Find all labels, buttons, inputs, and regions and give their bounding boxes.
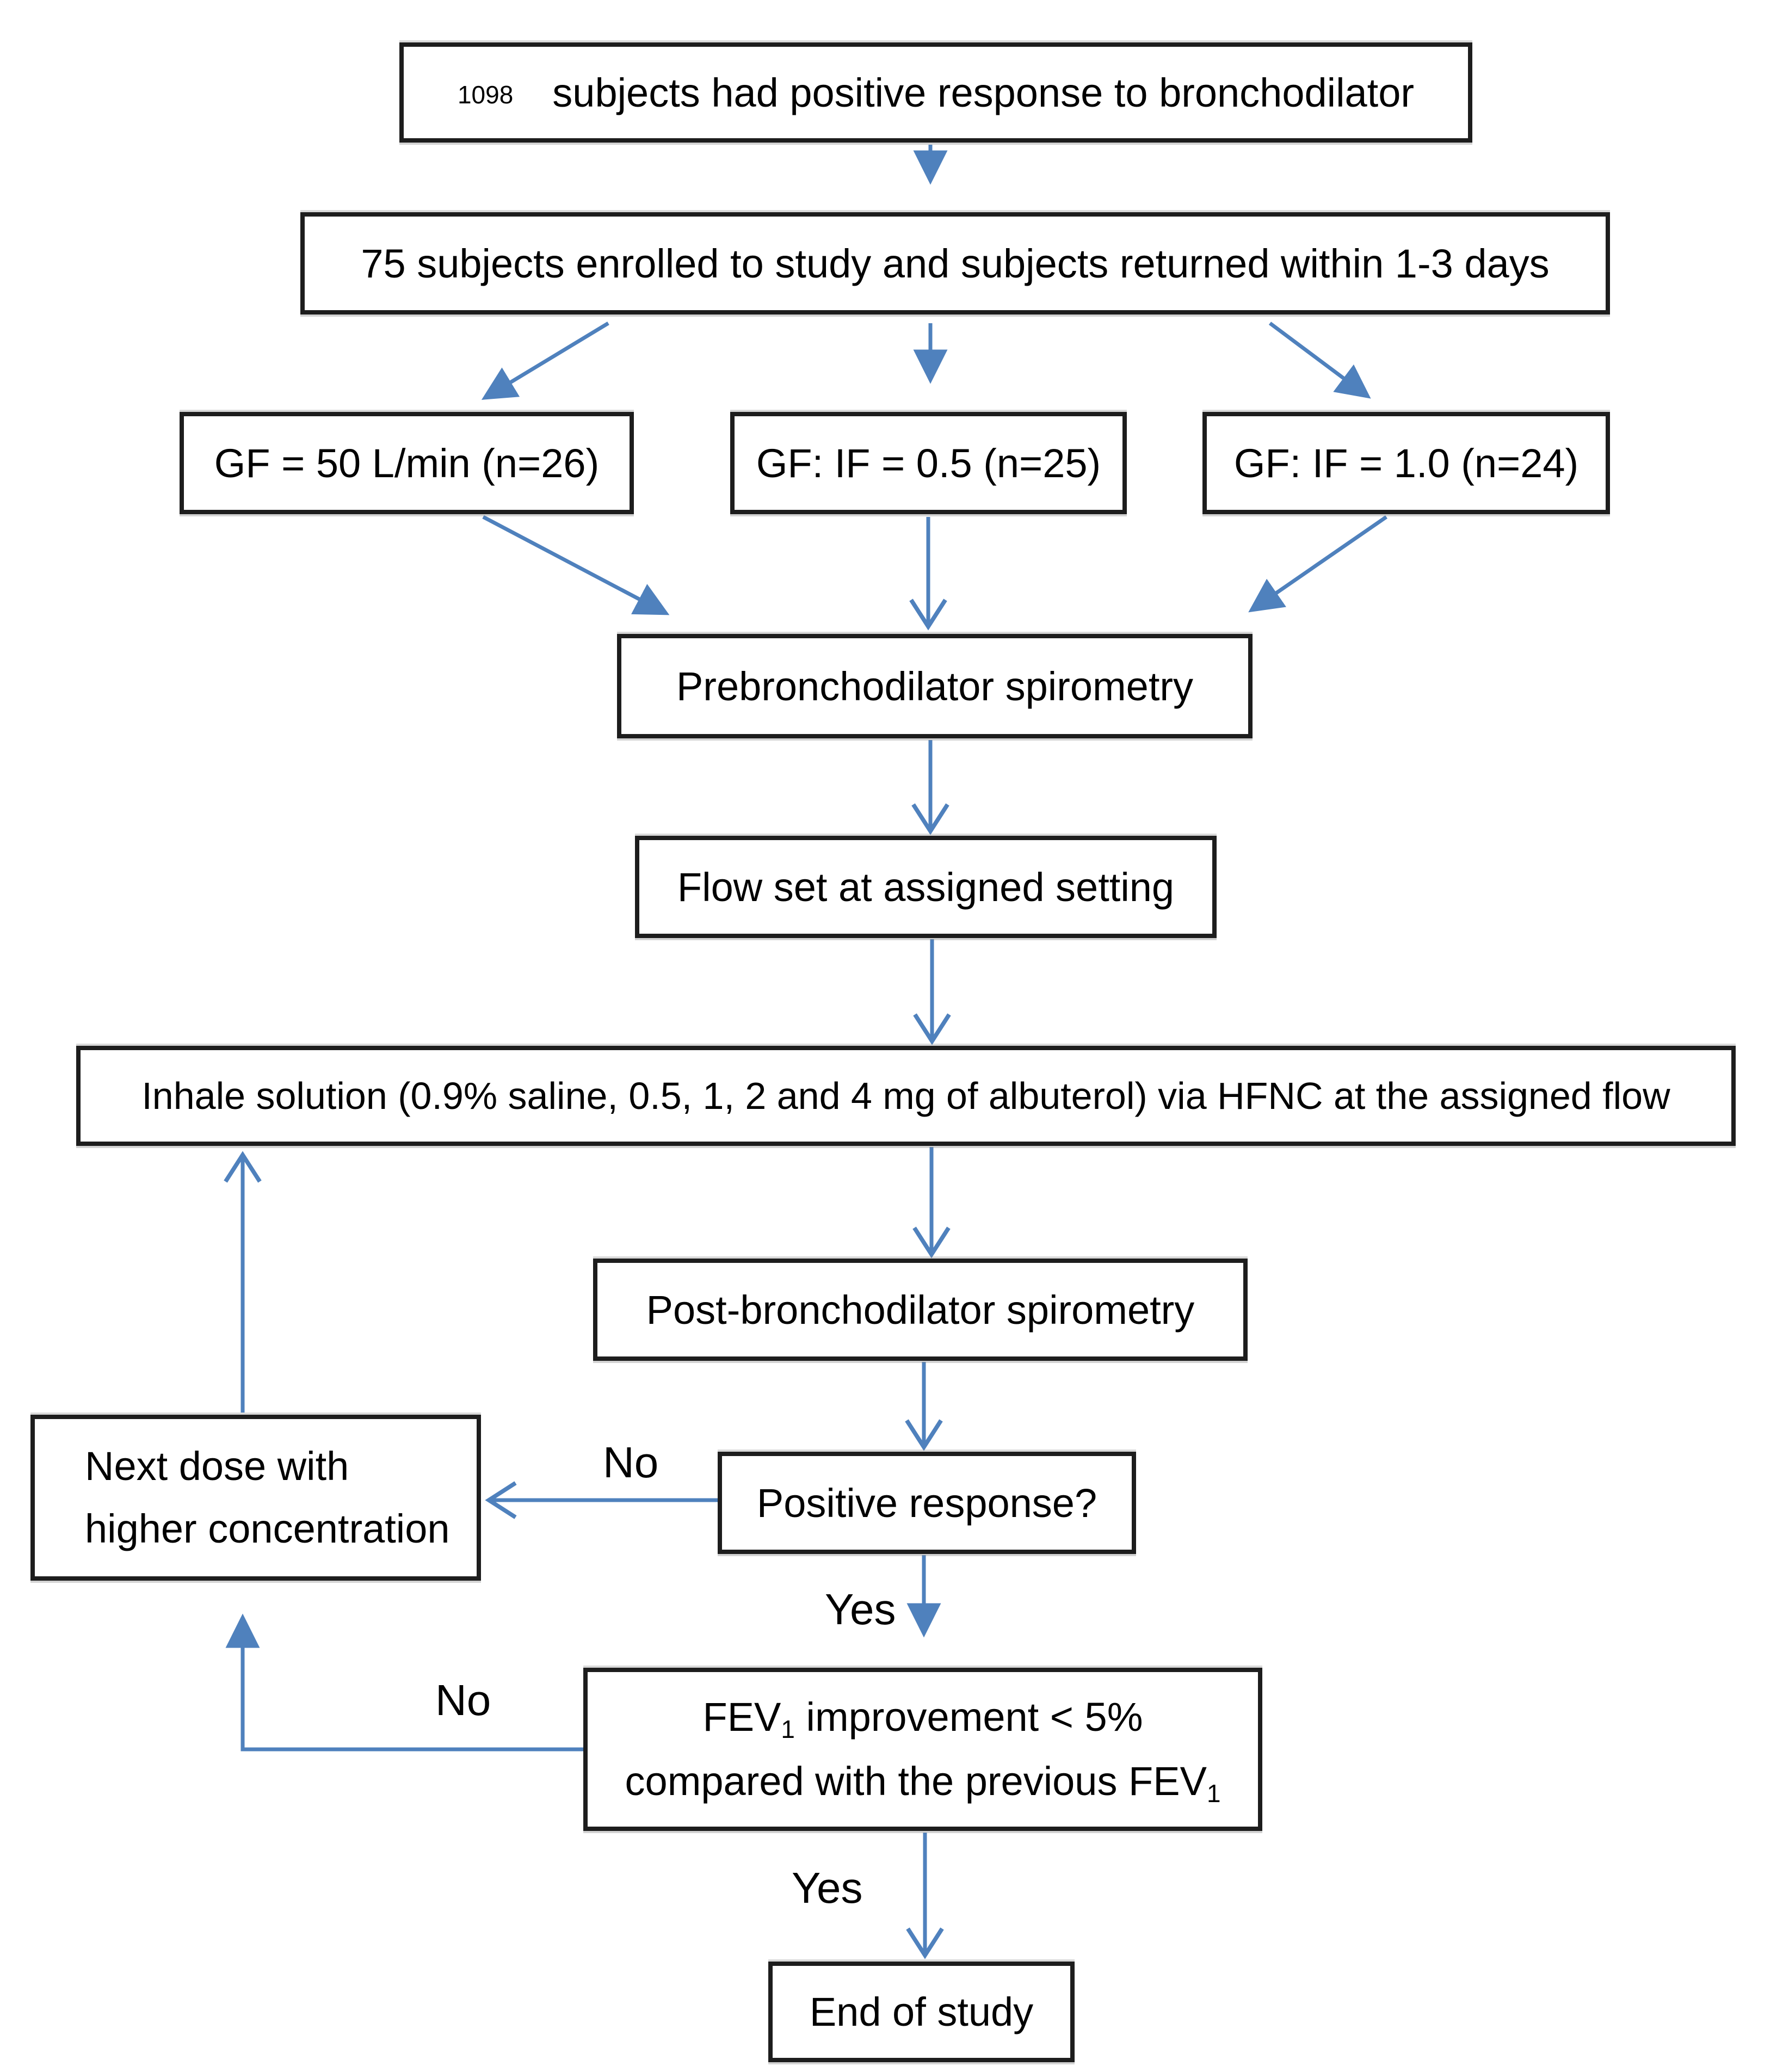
node-flowset-label: Flow set at assigned setting bbox=[677, 864, 1175, 910]
node-positive-response-label: Positive response? bbox=[756, 1480, 1097, 1526]
node-fev-check-line1: FEV1 improvement < 5% bbox=[702, 1694, 1143, 1743]
node-end-study-label: End of study bbox=[809, 1989, 1034, 2034]
node-arm-if10-label: GF: IF = 1.0 (n=24) bbox=[1233, 440, 1579, 486]
arrow-gf50-to-prespiro bbox=[482, 515, 670, 615]
node-postspiro-box: Post-bronchodilator spirometry bbox=[593, 1259, 1248, 1361]
edge-label-yes-fev: Yes bbox=[792, 1864, 863, 1912]
node-screened-label: 1098 subjects had positive response to b… bbox=[457, 70, 1415, 115]
node-screened-box: 1098 subjects had positive response to b… bbox=[399, 42, 1472, 143]
node-next-dose-line1: Next dose with bbox=[85, 1443, 349, 1489]
node-next-dose-line2: higher concentration bbox=[85, 1506, 450, 1551]
node-next-dose-box: Next dose with higher concentration bbox=[30, 1415, 481, 1581]
node-arm-if10-box: GF: IF = 1.0 (n=24) bbox=[1202, 412, 1610, 514]
arrow-enrolled-to-gf50 bbox=[481, 322, 609, 400]
node-fev-check-box: FEV1 improvement < 5% compared with the … bbox=[583, 1668, 1262, 1831]
node-prespiro-box: Prebronchodilator spirometry bbox=[617, 634, 1253, 738]
arrow-enrolled-to-if10 bbox=[1268, 322, 1371, 399]
node-prespiro-label: Prebronchodilator spirometry bbox=[676, 663, 1194, 709]
node-end-study-box: End of study bbox=[768, 1962, 1075, 2062]
edge-label-no-fev: No bbox=[435, 1676, 491, 1724]
node-enrolled-box: 75 subjects enrolled to study and subjec… bbox=[300, 212, 1610, 314]
node-inhale-box: Inhale solution (0.9% saline, 0.5, 1, 2 … bbox=[76, 1046, 1736, 1146]
screened-count: 1098 bbox=[457, 80, 514, 109]
node-enrolled-label: 75 subjects enrolled to study and subjec… bbox=[361, 240, 1550, 286]
node-flowset-box: Flow set at assigned setting bbox=[635, 836, 1217, 938]
arrow-if10-to-prespiro bbox=[1248, 515, 1387, 613]
node-arm-if05-box: GF: IF = 0.5 (n=25) bbox=[730, 412, 1127, 514]
node-arm-gf50-box: GF = 50 L/min (n=26) bbox=[180, 412, 634, 514]
node-arm-if05-label: GF: IF = 0.5 (n=25) bbox=[756, 440, 1101, 486]
node-inhale-label: Inhale solution (0.9% saline, 0.5, 1, 2 … bbox=[141, 1074, 1670, 1117]
edge-label-no-positive: No bbox=[603, 1438, 659, 1487]
node-arm-gf50-label: GF = 50 L/min (n=26) bbox=[214, 440, 600, 486]
arrow-fev-no-to-nextdose-loop bbox=[225, 1613, 583, 1752]
node-positive-response-box: Positive response? bbox=[718, 1452, 1136, 1554]
node-fev-check-line2: compared with the previous FEV1 bbox=[625, 1759, 1221, 1808]
edge-label-yes-positive: Yes bbox=[825, 1585, 896, 1633]
node-postspiro-label: Post-bronchodilator spirometry bbox=[646, 1287, 1195, 1333]
